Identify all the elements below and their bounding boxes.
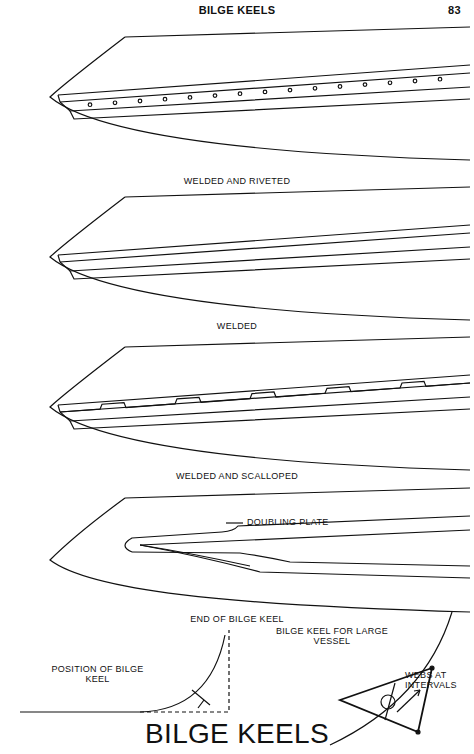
diagram-title: BILGE KEELS [87,718,387,750]
page-number: 83 [448,4,472,17]
figure-caption: BILGE KEEL FOR LARGE VESSEL [272,626,392,647]
part-label: WEBS AT INTERVALS [405,670,471,691]
figure-caption: WELDED AND SCALLOPED [117,471,357,481]
keel-end [50,488,470,612]
welded-riveted-keel [50,27,470,160]
figure-caption: END OF BILGE KEEL [117,614,357,624]
rivet-row [88,77,442,106]
welded-keel [50,187,470,320]
figure-caption: POSITION OF BILGE KEEL [45,664,150,685]
figure-caption: WELDED [117,321,357,331]
page-header: BILGE KEELS [137,4,337,17]
figure-caption: WELDED AND RIVETED [117,176,357,186]
keel-position-section [20,630,229,712]
scalloped-keel [50,337,470,470]
part-label: DOUBLING PLATE [247,517,367,527]
